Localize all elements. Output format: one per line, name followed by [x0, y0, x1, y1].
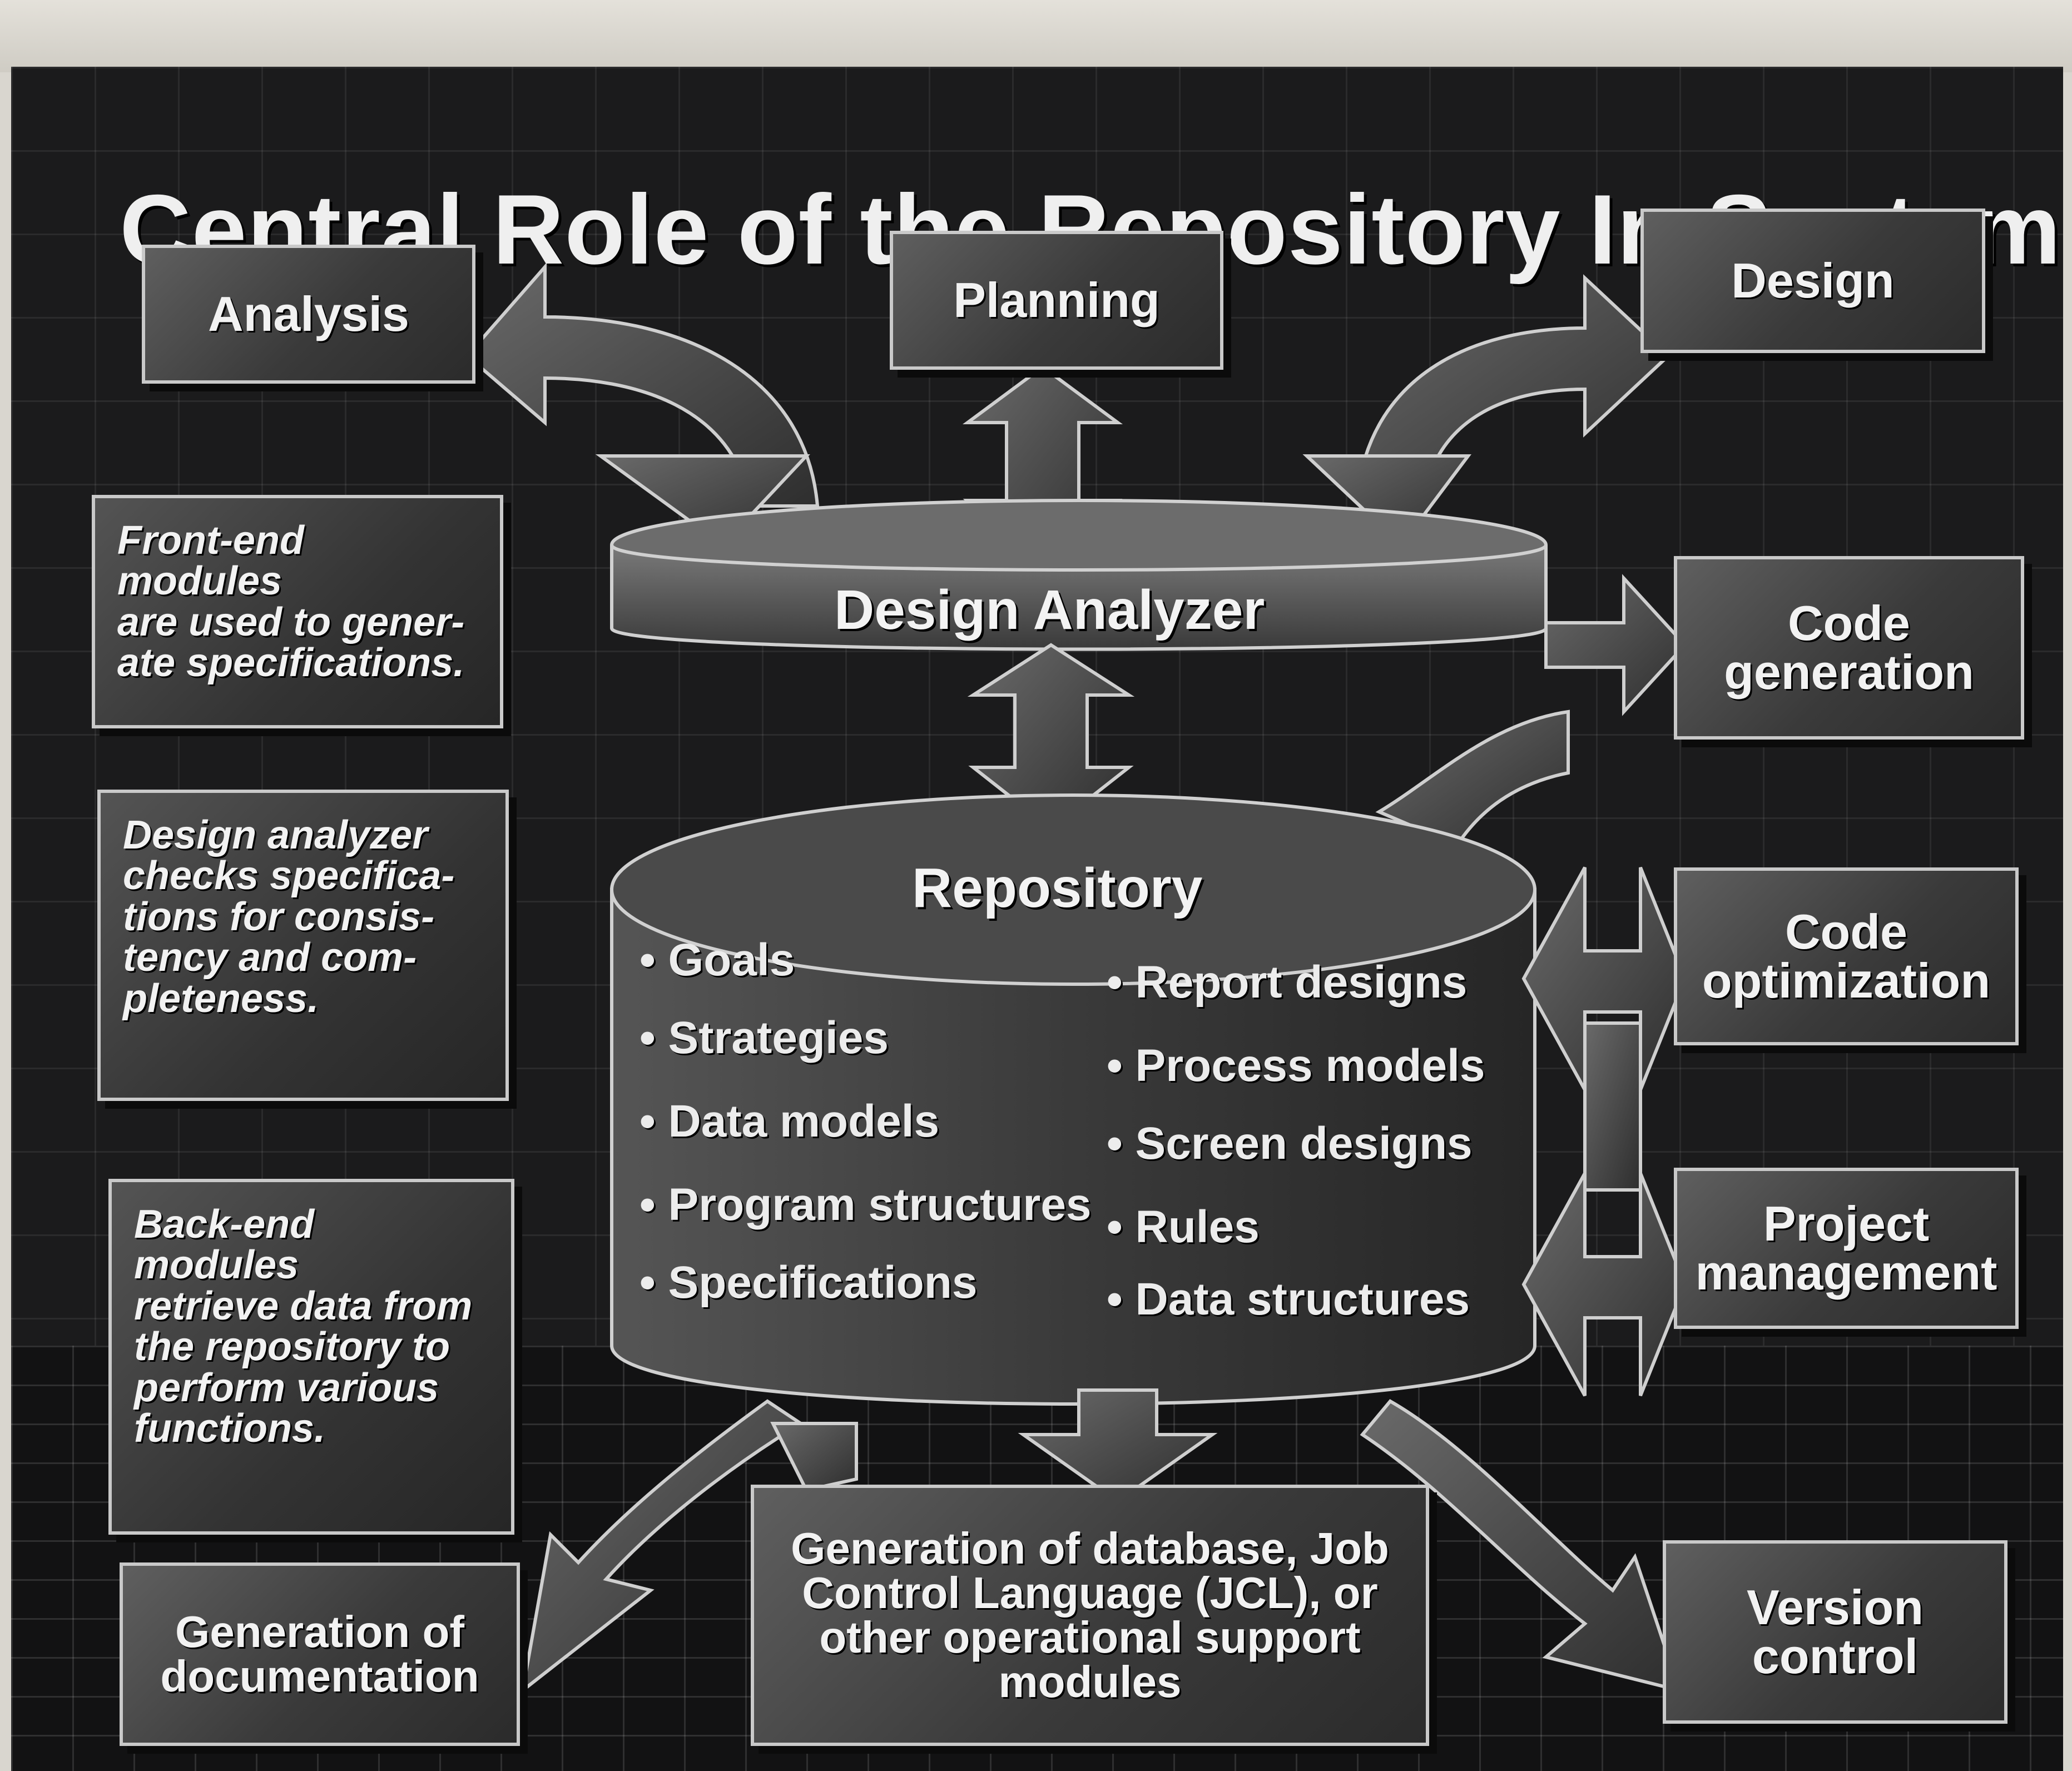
repository-label: Repository — [912, 857, 1203, 919]
repository-cylinder-top — [610, 793, 1536, 986]
repository-item-left: • Specifications — [640, 1257, 978, 1308]
generation-of-documentation-label: Generation of documentation — [160, 1607, 479, 1701]
analysis-box: Analysis — [142, 245, 475, 384]
version-control-label: Version control — [1747, 1580, 1924, 1684]
front-end-note: Front-end modules are used to gener- ate… — [92, 495, 503, 728]
repository-item-process-models: Process models — [1135, 1040, 1485, 1091]
design-analyzer-note: Design analyzer checks specifica- tions … — [97, 790, 509, 1101]
repository-item-right: • Rules — [1107, 1202, 1260, 1252]
arrow-code-generation-back — [1375, 710, 1570, 847]
repository-item-report-designs: Report designs — [1135, 957, 1468, 1008]
code-optimization-box: Code optimization — [1674, 867, 2019, 1045]
back-end-note-text: Back-end modules retrieve data from the … — [134, 1202, 473, 1451]
generation-of-documentation-box: Generation of documentation — [120, 1562, 520, 1746]
repository-item-right: • Process models — [1107, 1040, 1485, 1091]
code-optimization-label: Code optimization — [1702, 904, 1991, 1008]
design-analyzer-label: Design Analyzer — [834, 579, 1265, 641]
project-management-box: Project management — [1674, 1168, 2019, 1329]
repository-item-goals: Goals — [668, 935, 795, 985]
analysis-label: Analysis — [208, 286, 409, 341]
repository-item-data-structures: Data structures — [1135, 1274, 1470, 1324]
arrow-project-management — [1521, 1172, 1687, 1397]
planning-box: Planning — [890, 231, 1223, 370]
design-box: Design — [1640, 209, 1985, 353]
planning-label: Planning — [953, 272, 1160, 328]
generation-of-database-box: Generation of database, Job Control Lang… — [751, 1485, 1429, 1746]
code-generation-label: Code generation — [1724, 596, 1974, 700]
arrow-from-design — [1302, 454, 1471, 548]
design-analyzer-note-text: Design analyzer checks specifica- tions … — [123, 813, 455, 1021]
arrow-from-operational-modules-left — [770, 1422, 858, 1492]
repository-item-right: • Report designs — [1107, 957, 1468, 1008]
repository-item-right: • Data structures — [1107, 1274, 1470, 1324]
version-control-box: Version control — [1663, 1540, 2007, 1724]
repository-item-left: • Goals — [640, 935, 795, 985]
front-end-note-text: Front-end modules are used to gener- ate… — [117, 518, 465, 686]
diagram-panel: Central Role of the Repository In System… — [11, 67, 2063, 1771]
repository-item-left: • Strategies — [640, 1013, 889, 1063]
code-generation-box: Code generation — [1674, 556, 2024, 740]
repository-item-screen-designs: Screen designs — [1135, 1118, 1473, 1169]
repository-item-left: • Program structures — [640, 1179, 1092, 1230]
right-connector-bar — [1583, 1021, 1642, 1192]
arrow-to-analysis — [464, 262, 820, 508]
design-label: Design — [1731, 253, 1895, 308]
project-management-label: Project management — [1695, 1196, 1997, 1300]
arrow-to-design — [1355, 274, 1671, 502]
paper-background — [0, 0, 2072, 72]
repository-item-left: • Data models — [640, 1096, 940, 1147]
arrow-from-analysis — [595, 454, 810, 547]
arrow-to-code-generation — [1544, 574, 1688, 716]
arrow-to-operational-modules — [1018, 1388, 1218, 1504]
repository-item-specifications: Specifications — [668, 1257, 978, 1308]
repository-item-program-structures: Program structures — [668, 1179, 1092, 1230]
repository-item-data-models: Data models — [668, 1096, 940, 1147]
repository-item-right: • Screen designs — [1107, 1118, 1473, 1169]
repository-item-strategies: Strategies — [668, 1013, 889, 1063]
arrow-to-documentation — [520, 1399, 804, 1695]
back-end-note: Back-end modules retrieve data from the … — [108, 1179, 514, 1535]
generation-of-database-label: Generation of database, Job Control Lang… — [791, 1524, 1389, 1706]
diagram-artwork — [464, 262, 1688, 1695]
repository-item-rules: Rules — [1135, 1202, 1260, 1252]
